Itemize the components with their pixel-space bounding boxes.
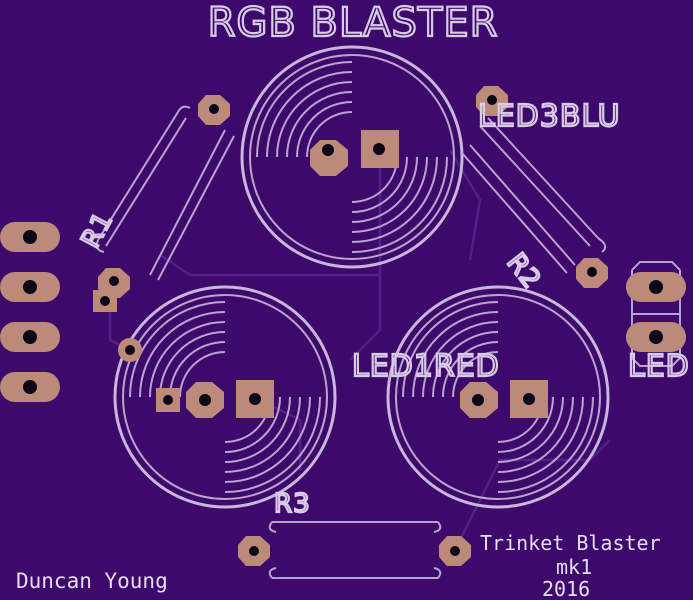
r1-footprint: [93, 95, 235, 312]
revision-label: mk1: [556, 555, 592, 579]
right-header: [626, 261, 686, 367]
project-name-label: Trinket Blaster: [480, 531, 661, 555]
led-blue-label: LED3BLU: [478, 99, 621, 134]
r3-label: R3: [274, 489, 311, 519]
r3-footprint: [238, 521, 471, 579]
traces: [108, 149, 611, 541]
led-green-label: LED: [628, 349, 690, 384]
led-red-label: LED1RED: [352, 349, 500, 384]
led-red-footprint: [386, 285, 610, 509]
led-blue-footprint: [240, 45, 464, 269]
year-label: 2016: [542, 577, 590, 600]
via-drill: [125, 345, 135, 355]
author-label: Duncan Young: [16, 569, 168, 593]
r2-footprint: [461, 86, 608, 288]
left-header: [0, 222, 60, 402]
led-green-footprint: [113, 285, 337, 509]
board-title: RGB BLASTER: [208, 0, 499, 46]
